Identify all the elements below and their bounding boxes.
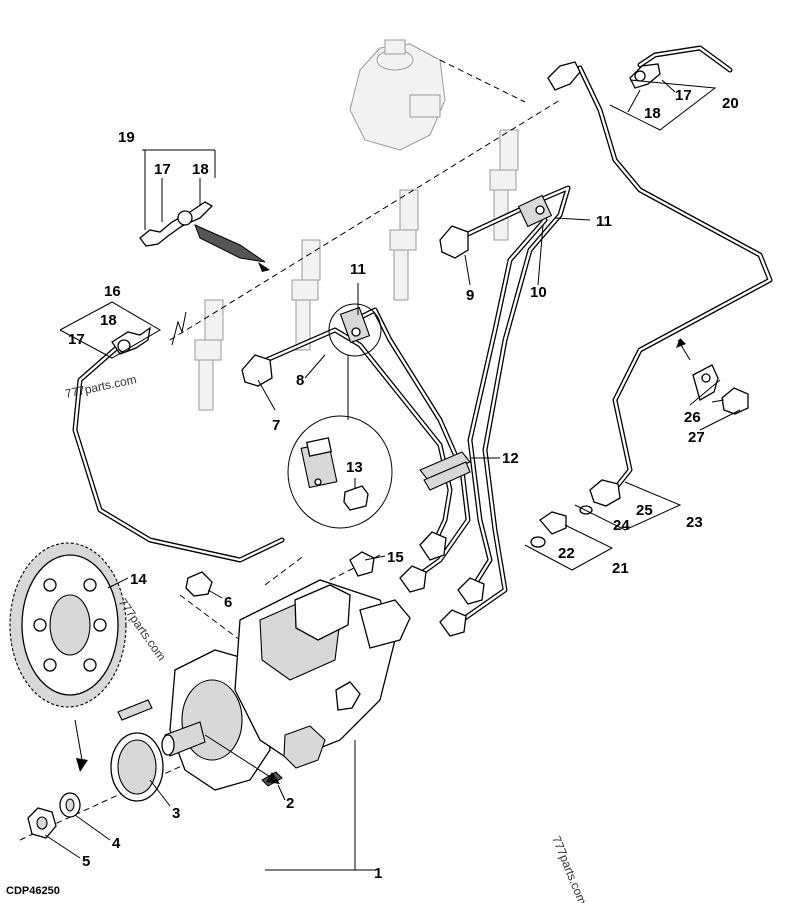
callout-27: 27 [688, 429, 705, 446]
callout-19: 19 [118, 129, 135, 146]
callout-6: 6 [224, 594, 232, 611]
callout-13: 13 [346, 459, 363, 476]
callout-12: 12 [502, 450, 519, 467]
fuel-injection-pump [161, 579, 411, 791]
callout-4: 4 [112, 835, 121, 852]
callout-7: 7 [272, 417, 280, 434]
figure-code: CDP46250 [6, 885, 60, 897]
callout-24: 24 [613, 517, 630, 534]
connector-fitting-19 [139, 201, 270, 272]
callout-15: 15 [387, 549, 404, 566]
callout-1: 1 [374, 865, 382, 882]
clamp-11-right [517, 194, 553, 228]
callout-26: 26 [684, 409, 701, 426]
fuel-leak-off-line [72, 342, 285, 563]
fittings-21-25 [530, 479, 621, 548]
callout-16: 16 [104, 283, 121, 300]
callout-22: 22 [558, 545, 575, 562]
leak-off-fitting-16 [111, 311, 187, 355]
callout-14: 14 [130, 571, 147, 588]
callout-18c: 18 [644, 105, 661, 122]
callout-3: 3 [172, 805, 180, 822]
clamp-detail-inset-13 [287, 355, 393, 529]
gear-14 [9, 542, 127, 772]
clamp-11-left [328, 303, 382, 357]
callout-21: 21 [612, 560, 629, 577]
callout-11a: 11 [350, 261, 366, 278]
callout-18b: 18 [100, 312, 117, 329]
callout-17a: 17 [154, 161, 171, 178]
callout-20: 20 [722, 95, 739, 112]
watermark-1: 777parts.com [64, 372, 138, 401]
callout-5: 5 [82, 853, 90, 870]
clamp-12 [419, 451, 471, 491]
watermark-3: 777parts.com [549, 834, 589, 903]
return-fittings-20 [547, 61, 661, 91]
nuts-7-9 [241, 225, 485, 637]
callout-17c: 17 [675, 87, 692, 104]
callout-11b: 11 [596, 213, 612, 230]
callout-8: 8 [296, 372, 304, 389]
callout-23: 23 [686, 514, 703, 531]
callout-labels: 1 2 3 4 5 6 7 8 9 10 11 11 12 13 14 15 1… [68, 87, 739, 882]
callout-9: 9 [466, 287, 474, 304]
callout-2: 2 [286, 795, 294, 812]
leader-lines [44, 79, 741, 871]
stud-and-washers [27, 551, 375, 839]
bracket-26-bolt-27 [676, 338, 749, 415]
callout-18a: 18 [192, 161, 209, 178]
callout-17b: 17 [68, 331, 85, 348]
callout-25: 25 [636, 502, 653, 519]
fuel-return-line [577, 45, 773, 498]
cylinder-head-injectors-reference [194, 129, 519, 411]
callout-10: 10 [530, 284, 547, 301]
injector-nozzle-reference [349, 39, 446, 151]
